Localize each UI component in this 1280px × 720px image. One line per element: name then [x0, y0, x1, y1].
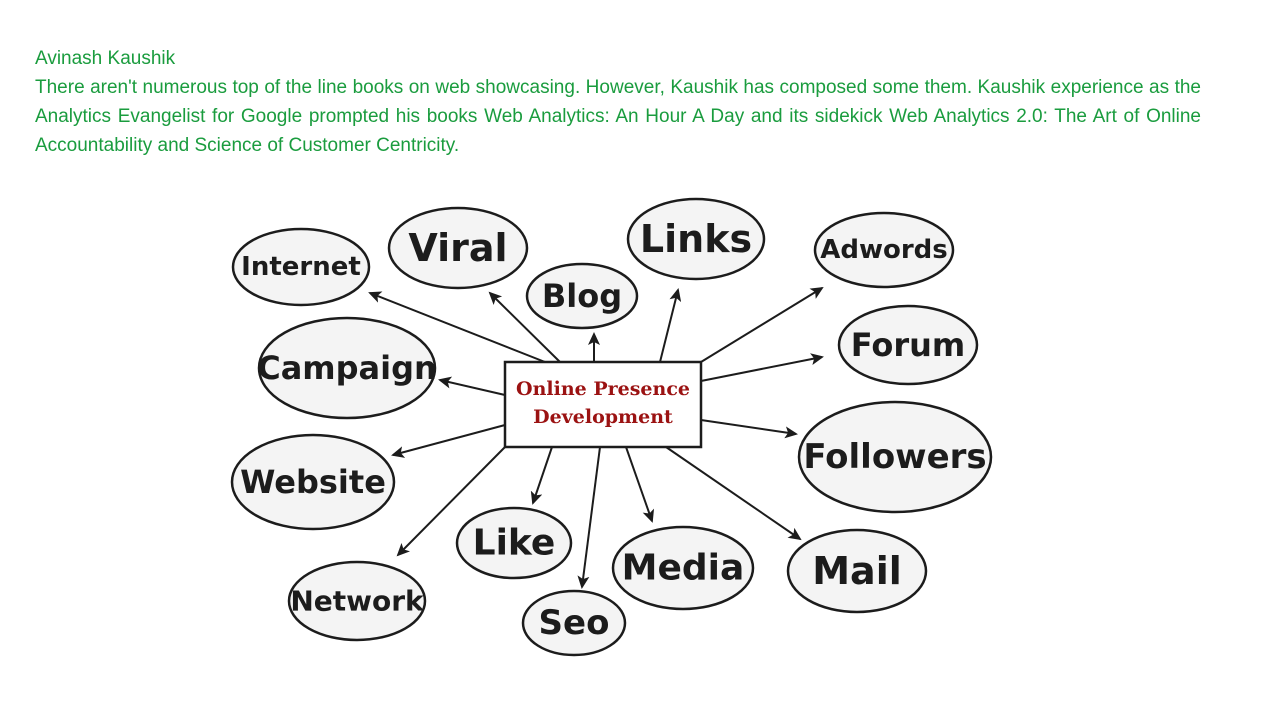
arrow-to-forum	[700, 353, 824, 382]
node-network-bubble	[287, 560, 427, 642]
node-forum-bubble	[837, 304, 979, 386]
node-like-bubble	[455, 506, 573, 580]
node-mail-label: Mail	[812, 549, 902, 593]
center-line-2: Development	[533, 406, 673, 428]
node-like: Like	[455, 506, 573, 580]
article-text: Avinash Kaushik There aren't numerous to…	[35, 44, 1201, 160]
arrow-to-links	[659, 288, 682, 363]
arrow-to-adwords	[700, 286, 824, 363]
center-line-1: Online Presence	[516, 378, 690, 400]
arrow-to-viral	[488, 291, 561, 363]
node-website-bubble	[230, 433, 396, 531]
node-seo: Seo	[521, 589, 627, 657]
node-internet: Internet	[231, 227, 371, 307]
node-followers-bubble	[797, 400, 993, 514]
article-paragraph: There aren't numerous top of the line bo…	[35, 77, 1201, 156]
node-media-bubble	[611, 525, 755, 611]
node-network-label: Network	[290, 585, 425, 618]
node-seo-label: Seo	[539, 603, 610, 643]
node-internet-bubble	[231, 227, 371, 307]
node-network: Network	[287, 560, 427, 642]
node-blog: Blog	[525, 262, 639, 330]
node-campaign-bubble	[257, 316, 437, 420]
node-website-label: Website	[240, 463, 386, 501]
connector-arrows	[368, 286, 824, 589]
node-media: Media	[611, 525, 755, 611]
arrow-to-media	[625, 446, 655, 523]
node-media-label: Media	[622, 548, 745, 589]
arrow-to-mail	[665, 446, 802, 541]
node-viral: Viral	[387, 206, 529, 290]
node-links-bubble	[626, 197, 766, 281]
node-mail: Mail	[786, 528, 928, 614]
arrow-to-seo	[577, 446, 601, 589]
center-box	[503, 360, 703, 449]
node-forum: Forum	[837, 304, 979, 386]
node-blog-bubble	[525, 262, 639, 330]
arrow-to-campaign	[438, 376, 506, 396]
node-website: Website	[230, 433, 396, 531]
node-mail-bubble	[786, 528, 928, 614]
arrow-to-network	[396, 446, 506, 557]
arrow-to-like	[530, 446, 553, 505]
arrow-to-internet	[368, 291, 546, 363]
node-viral-bubble	[387, 206, 529, 290]
node-like-label: Like	[473, 523, 556, 564]
node-followers-label: Followers	[803, 437, 986, 477]
node-followers: Followers	[797, 400, 993, 514]
node-blog-label: Blog	[542, 277, 622, 315]
node-viral-label: Viral	[408, 226, 507, 270]
node-forum-label: Forum	[851, 326, 965, 364]
author-name: Avinash Kaushik	[35, 48, 176, 69]
node-campaign: Campaign	[257, 316, 437, 420]
node-adwords-label: Adwords	[820, 235, 948, 265]
node-links: Links	[626, 197, 766, 281]
node-seo-bubble	[521, 589, 627, 657]
arrow-to-website	[391, 424, 506, 458]
center-node: Online Presence Development	[503, 360, 703, 449]
node-links-label: Links	[640, 217, 752, 261]
node-campaign-label: Campaign	[257, 349, 437, 387]
node-internet-label: Internet	[241, 252, 361, 282]
node-adwords: Adwords	[813, 211, 955, 289]
node-adwords-bubble	[813, 211, 955, 289]
arrow-to-followers	[700, 419, 798, 439]
